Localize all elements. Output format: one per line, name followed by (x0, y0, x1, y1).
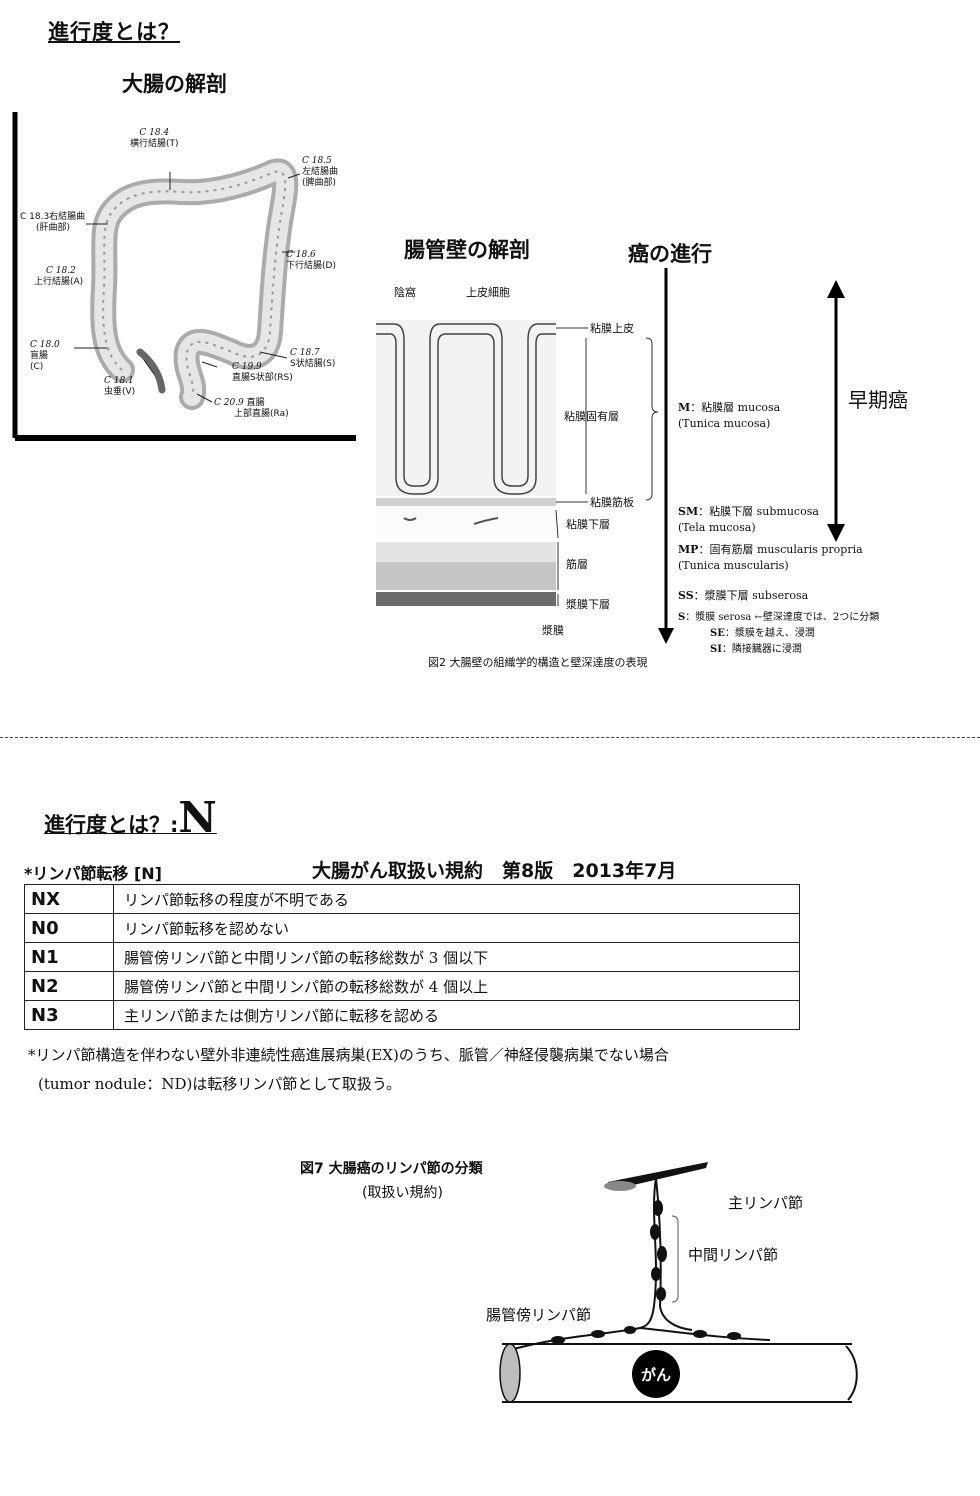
n-description: リンパ節転移を認めない (114, 914, 800, 943)
footnote-line1: *リンパ節構造を伴わない壁外非連続性癌進展病巣(EX)のうち、脈管／神経侵襲病巣… (28, 1044, 669, 1065)
lymph-node-diagram: がん (480, 1156, 880, 1416)
figure7-subcaption: (取扱い規約) (362, 1182, 443, 1202)
n-code: N2 (25, 972, 114, 1001)
layer-lamina-propria: 粘膜固有層 (564, 408, 619, 424)
n-code: NX (25, 885, 114, 914)
label-c18-0: C 18.0 盲腸 (C) (30, 340, 60, 373)
n-description: 主リンパ節または側方リンパ節に転移を認める (114, 1001, 800, 1030)
layer-muscularis-mucosae: 粘膜筋板 (590, 494, 634, 510)
table-row: N3 主リンパ節または側方リンパ節に転移を認める (25, 1001, 800, 1030)
table-row: N2 腸管傍リンパ節と中間リンパ節の転移総数が 4 個以上 (25, 972, 800, 1001)
depth-ss: SS：漿膜下層 subserosa (678, 588, 808, 604)
n-code: N1 (25, 943, 114, 972)
depth-si: SI：隣接臓器に浸潤 (710, 642, 802, 658)
n-heading: 進行度とは？:N (44, 798, 217, 839)
label-c18-2: C 18.2 上行結腸(A) (34, 266, 83, 288)
label-c20-9: C 20.9 直腸 上部直腸(Ra) (214, 398, 289, 420)
paracolic-lymph-node-label: 腸管傍リンパ節 (486, 1304, 591, 1325)
label-c18-4: C 18.4 横行結腸(T) (130, 128, 179, 150)
layer-muscle: 筋層 (566, 556, 588, 572)
page-heading: 進行度とは？ (48, 16, 180, 46)
footnote-line2: (tumor nodule：ND)は転移リンパ節として取扱う。 (38, 1073, 401, 1094)
depth-s: S：漿膜 serosa ←壁深達度では、2つに分類 (678, 610, 879, 626)
label-c18-5: C 18.5 左結腸曲 (脾曲部) (302, 156, 338, 189)
layer-serosa: 漿膜 (542, 622, 564, 638)
figure2-caption: 図2 大腸壁の組織学的構造と壁深達度の表現 (428, 654, 648, 670)
depth-m: M：粘膜層 mucosa (Tunica mucosa) (678, 400, 780, 432)
depth-se: SE：漿膜を越え、浸潤 (710, 626, 815, 642)
n-code: N0 (25, 914, 114, 943)
table-row: N0 リンパ節転移を認めない (25, 914, 800, 943)
label-c18-6: C 18.6 下行結腸(D) (286, 250, 336, 272)
n-description: リンパ節転移の程度が不明である (114, 885, 800, 914)
anatomy-title: 大腸の解剖 (122, 68, 227, 98)
colon-anatomy-diagram: C 18.4 横行結腸(T) C 18.5 左結腸曲 (脾曲部) C 18.3右… (12, 112, 358, 448)
n-section-label: *リンパ節転移 [N] (24, 860, 162, 884)
depth-sm: SM：粘膜下層 submucosa (Tela mucosa) (678, 504, 819, 536)
wall-title: 腸管壁の解剖 (404, 234, 530, 264)
table-row: NX リンパ節転移の程度が不明である (25, 885, 800, 914)
layer-subserosa: 漿膜下層 (566, 596, 610, 612)
early-cancer-label: 早期癌 (848, 384, 908, 413)
crypt-label: 陰窩 (394, 284, 416, 300)
cancer-label: がん (641, 1366, 671, 1384)
section-divider (0, 737, 980, 738)
main-lymph-node-label: 主リンパ節 (728, 1192, 803, 1213)
progress-title: 癌の進行 (628, 238, 712, 268)
n-description: 腸管傍リンパ節と中間リンパ節の転移総数が 3 個以下 (114, 943, 800, 972)
table-row: N1 腸管傍リンパ節と中間リンパ節の転移総数が 3 個以下 (25, 943, 800, 972)
label-c18-3: C 18.3右結腸曲 (肝曲部) (20, 212, 85, 234)
n-code: N3 (25, 1001, 114, 1030)
label-c18-7: C 18.7 S状結腸(S) (290, 348, 335, 370)
layer-submucosa: 粘膜下層 (566, 516, 610, 532)
figure7-caption: 図7 大腸癌のリンパ節の分類 (300, 1158, 483, 1178)
intermediate-lymph-node-label: 中間リンパ節 (688, 1244, 778, 1265)
label-c19-9: C 19.9 直腸S状部(RS) (232, 362, 293, 384)
n-description: 腸管傍リンパ節と中間リンパ節の転移総数が 4 個以上 (114, 972, 800, 1001)
layer-epithelium: 粘膜上皮 (590, 320, 634, 336)
depth-mp: MP：固有筋層 muscularis propria (Tunica muscu… (678, 542, 863, 574)
n-category-table: NX リンパ節転移の程度が不明である N0 リンパ節転移を認めない N1 腸管傍… (24, 884, 800, 1030)
bowel-wall-diagram: 陰窩 上皮細胞 粘膜上皮 粘膜固有層 粘膜筋板 粘膜下層 筋層 漿膜下層 漿膜 (374, 280, 664, 640)
epithelial-cell-label: 上皮細胞 (466, 284, 510, 300)
label-c18-1: C 18.1 虫垂(V) (104, 376, 135, 398)
rule-title: 大腸がん取扱い規約 第8版 2013年7月 (312, 856, 676, 883)
